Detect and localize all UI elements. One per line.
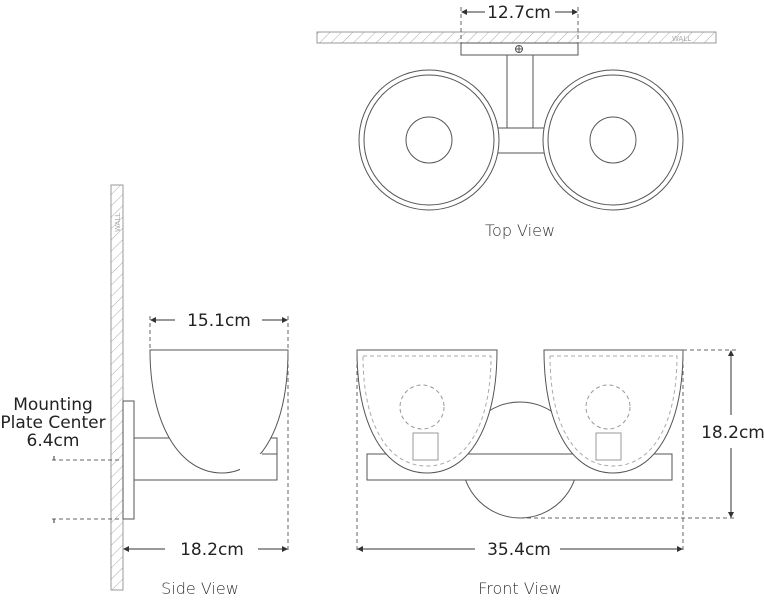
wall-hatch [316, 31, 717, 44]
mounting-label-line1: Mounting [13, 395, 93, 415]
dimension-label: 18.2cm [180, 540, 244, 560]
dimension-top-width: 12.7cm [460, 3, 579, 43]
left-shade-front [356, 349, 498, 474]
socket [595, 432, 622, 461]
dimension-front-height: 18.2cm [520, 349, 764, 519]
wall-label: WALL [114, 213, 122, 232]
dimension-label: 35.4cm [487, 540, 551, 560]
right-shade-top [542, 69, 684, 211]
arm-end [240, 453, 278, 481]
dimension-label: 15.1cm [187, 311, 251, 331]
side-view: WALL 15.1cm 18.2cm Mounting Plate Center… [0, 184, 289, 598]
front-view-caption: Front View [478, 579, 562, 598]
top-view-caption: Top View [485, 221, 555, 240]
wall-label: WALL [672, 35, 691, 43]
crossbar [495, 127, 547, 154]
arm-stem [506, 54, 534, 129]
top-view: WALL 12.7cm Top View [316, 3, 717, 240]
wall-hatch [110, 184, 124, 591]
mounting-plate [122, 400, 135, 520]
screw-icon [515, 45, 523, 53]
dimension-label: 18.2cm [701, 423, 764, 443]
dimension-extension: 18.2cm [123, 350, 289, 560]
dimension-label: 12.7cm [487, 3, 551, 23]
left-shade-top [358, 69, 500, 211]
dimension-front-width: 35.4cm [356, 350, 684, 560]
front-view: 18.2cm 35.4cm Front View [356, 349, 764, 598]
socket [412, 432, 439, 461]
mounting-label-line2: Plate Center [0, 413, 105, 433]
right-shade-front [543, 349, 684, 474]
mounting-plate-center: Mounting Plate Center 6.4cm [0, 395, 122, 523]
shade [149, 349, 289, 474]
dimension-shade-depth: 15.1cm [149, 311, 289, 350]
arm-end-mask [240, 454, 277, 480]
mounting-value: 6.4cm [27, 431, 80, 451]
side-view-caption: Side View [161, 579, 239, 598]
bulb-icon [399, 384, 445, 430]
bulb-icon [585, 384, 631, 430]
